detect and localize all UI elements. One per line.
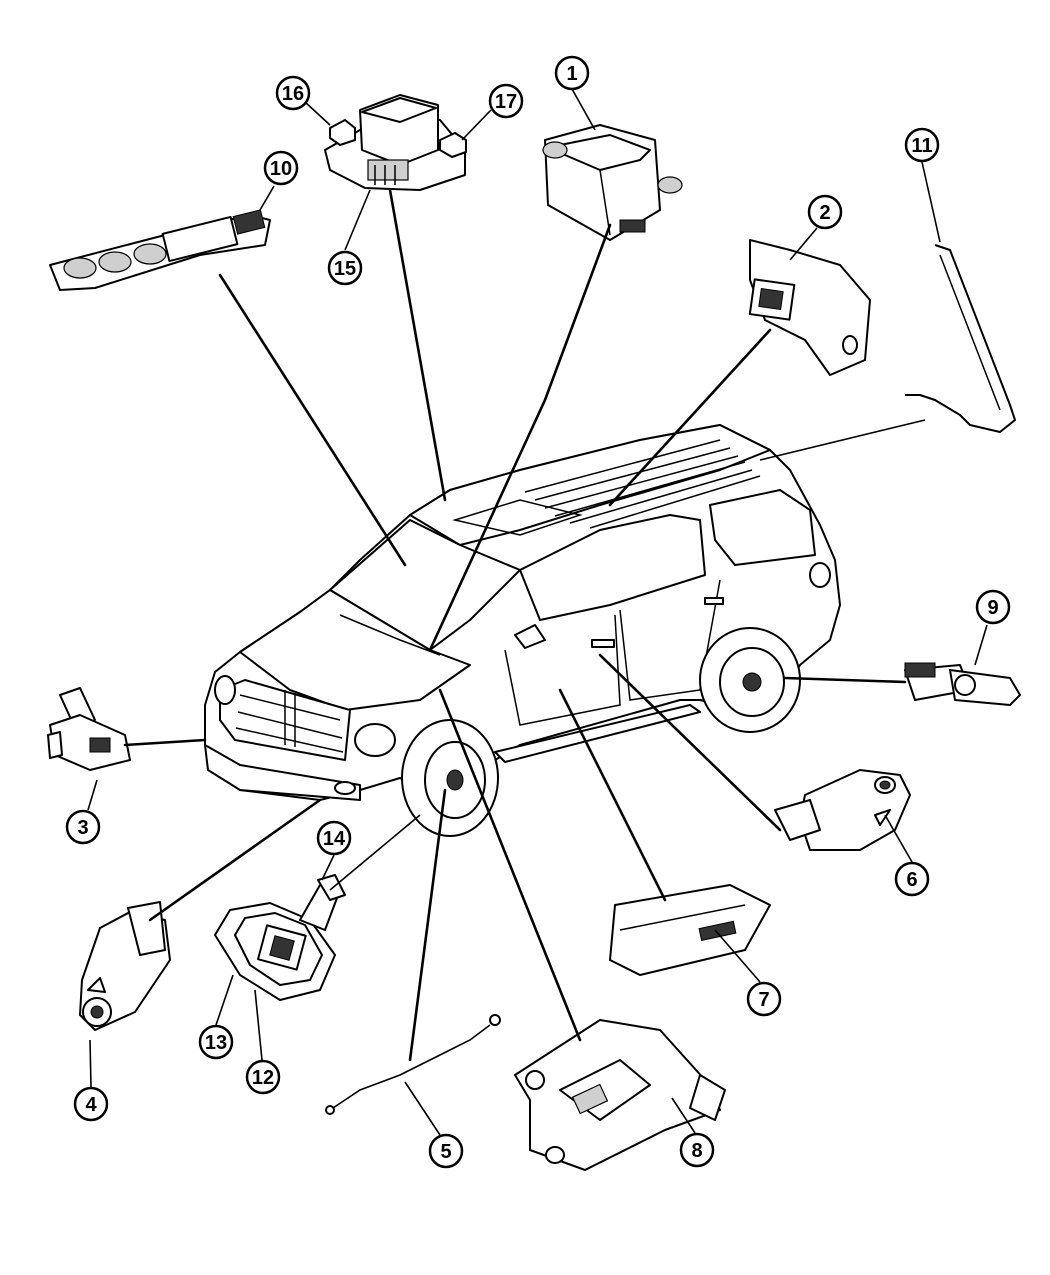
part-2-bracket-sensor xyxy=(748,239,871,376)
callout-14: 14 xyxy=(316,820,352,856)
callout-11: 11 xyxy=(904,127,940,163)
part-10-sensor-strip xyxy=(49,209,271,291)
callout-13: 13 xyxy=(198,1024,234,1060)
callout-3: 3 xyxy=(65,809,101,845)
part-1-module xyxy=(542,124,683,241)
callout-9-label: 9 xyxy=(987,597,998,619)
part-16-nut xyxy=(329,119,356,146)
vehicle-illustration xyxy=(204,424,841,837)
callout-16: 16 xyxy=(275,75,311,111)
callout-12-label: 12 xyxy=(252,1067,274,1089)
callout-2: 2 xyxy=(807,194,843,230)
part-11-antenna xyxy=(905,244,1016,433)
part-8-bracket-module xyxy=(514,1019,726,1171)
callout-10: 10 xyxy=(263,150,299,186)
callout-3-label: 3 xyxy=(77,817,88,839)
part-9-speed-sensor xyxy=(904,662,1021,706)
callout-10-label: 10 xyxy=(270,158,292,180)
part-15-control-module xyxy=(324,94,466,191)
part-12-13-tpms-sensor xyxy=(214,874,346,1001)
callout-12: 12 xyxy=(245,1059,281,1095)
part-17-nut xyxy=(439,132,467,158)
callout-6: 6 xyxy=(894,861,930,897)
callout-15: 15 xyxy=(327,250,363,286)
callout-17-label: 17 xyxy=(495,91,517,113)
callout-15-label: 15 xyxy=(334,258,356,280)
callout-4: 4 xyxy=(73,1086,109,1122)
callout-16-label: 16 xyxy=(282,83,304,105)
leader-lines xyxy=(87,88,988,1136)
part-3-sensor xyxy=(47,687,131,771)
callout-13-label: 13 xyxy=(205,1032,227,1054)
callout-5: 5 xyxy=(428,1133,464,1169)
callout-7-label: 7 xyxy=(758,989,769,1011)
part-7-module xyxy=(609,884,771,976)
callout-8-label: 8 xyxy=(691,1140,702,1162)
callout-17: 17 xyxy=(488,83,524,119)
callout-6-label: 6 xyxy=(906,869,917,891)
part-6-sensor xyxy=(774,769,911,851)
callout-11-label: 11 xyxy=(911,135,932,157)
callout-4-label: 4 xyxy=(85,1094,97,1116)
callout-5-label: 5 xyxy=(440,1141,451,1163)
callout-1: 1 xyxy=(554,55,590,91)
part-4-impact-sensor xyxy=(79,901,171,1031)
part-5-wire xyxy=(325,1014,501,1115)
callout-8: 8 xyxy=(679,1132,715,1168)
callout-14-label: 14 xyxy=(323,828,346,850)
callout-2-label: 2 xyxy=(819,202,830,224)
callout-7: 7 xyxy=(746,981,782,1017)
callout-1-label: 1 xyxy=(566,63,577,85)
callout-9: 9 xyxy=(975,589,1011,625)
